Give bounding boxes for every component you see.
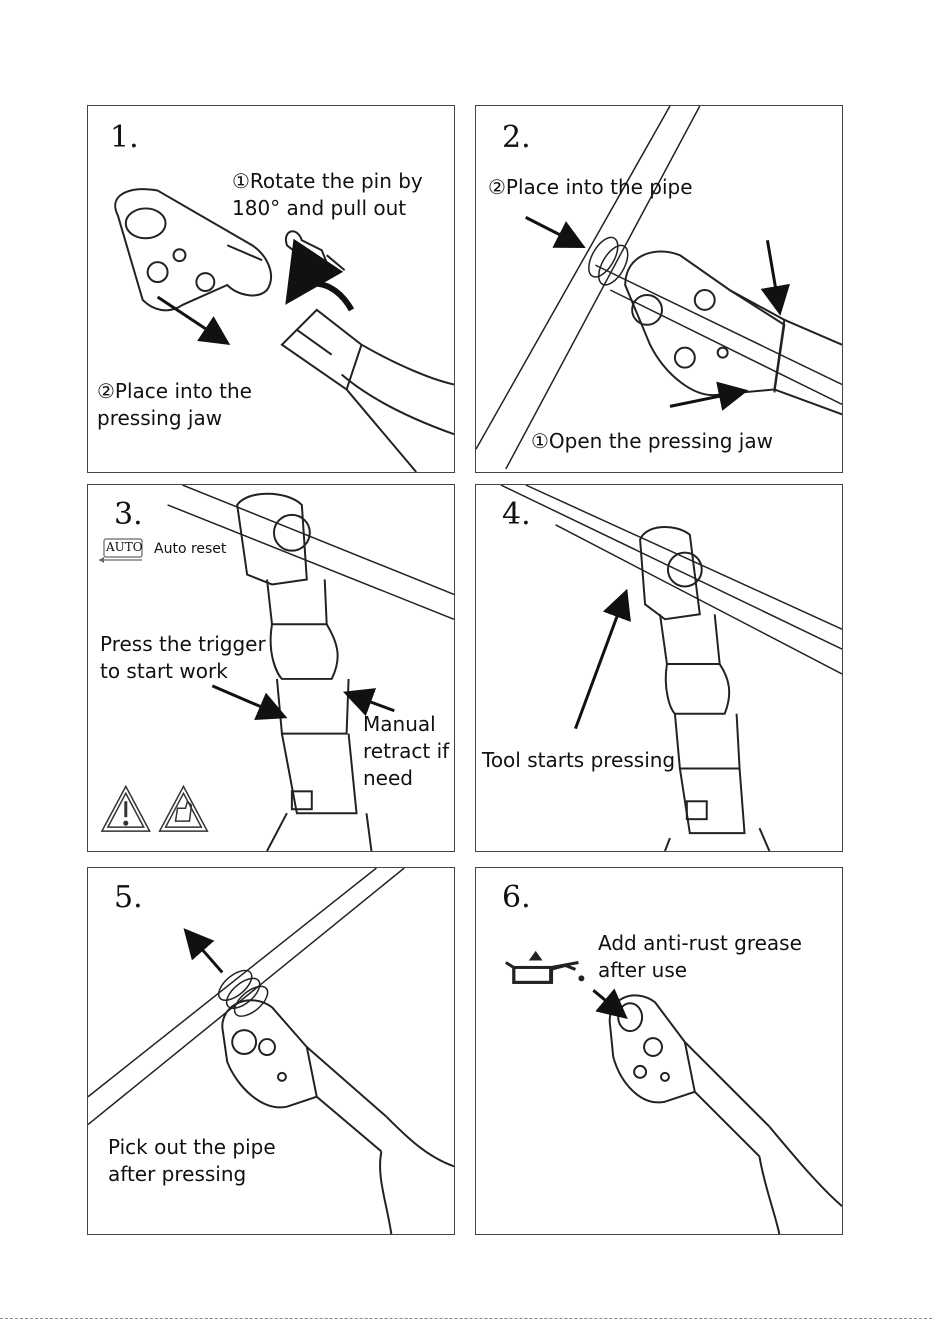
page-edge-line: [0, 1318, 932, 1319]
step-caption-manual-retract: Manual retract if need: [363, 711, 449, 792]
step-caption-add-grease: Add anti-rust grease after use: [598, 930, 802, 984]
step-4-panel: 4. Tool starts pressing: [475, 484, 843, 852]
auto-label: AUTO: [106, 540, 143, 554]
step-caption-pick-out: Pick out the pipe after pressing: [108, 1134, 276, 1188]
step-number: 2.: [502, 120, 531, 155]
step-number: 1.: [110, 120, 139, 155]
press-tool-drawing: [640, 527, 769, 851]
step-caption-place-jaw: ②Place into the pressing jaw: [97, 378, 252, 432]
step-number: 6.: [502, 880, 531, 915]
step-caption-press-trigger: Press the trigger to start work: [100, 631, 266, 685]
step-number: 5.: [114, 880, 143, 915]
step-caption-rotate-pin: ①Rotate the pin by 180° and pull out: [232, 168, 423, 222]
warning-hand-pinch-icon: [160, 786, 208, 831]
step-3-panel: AUTO Auto reset 3. Press the trigger to …: [87, 484, 455, 852]
pin-drawing: [286, 231, 345, 275]
step-5-panel: 5. Pick out the pipe after pressing: [87, 867, 455, 1235]
step-number: 4.: [502, 497, 531, 532]
step-4-illustration: [476, 485, 842, 851]
step-6-illustration: [476, 868, 842, 1234]
step-caption-place-pipe: ②Place into the pipe: [488, 174, 693, 201]
auto-reset-label: Auto reset: [154, 541, 226, 557]
step-number: 3.: [114, 497, 143, 532]
pressing-jaw-drawing: [610, 995, 842, 1234]
step-caption-tool-starts: Tool starts pressing: [482, 747, 675, 774]
step-2-panel: 2. ②Place into the pipe ①Open the pressi…: [475, 105, 843, 473]
tool-head-drawing: [282, 310, 454, 472]
pressing-jaw-drawing: [625, 251, 842, 414]
pressing-jaw-drawing: [222, 1000, 454, 1234]
step-caption-open-jaw: ①Open the pressing jaw: [531, 428, 773, 455]
warning-exclamation-icon: [102, 786, 150, 831]
step-2-illustration: [476, 106, 842, 472]
pipe-drawing: [476, 106, 842, 469]
step-6-panel: 6. Add anti-rust grease after use: [475, 867, 843, 1235]
step-1-panel: 1. ①Rotate the pin by 180° and pull out …: [87, 105, 455, 473]
oil-can-icon: [506, 953, 584, 983]
